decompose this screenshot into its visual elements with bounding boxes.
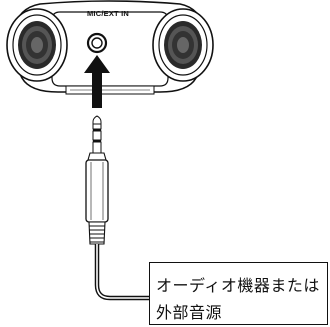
callout-line-1: オーディオ機器または xyxy=(156,276,320,295)
microphone-capsule-icon xyxy=(152,8,214,82)
callout-line-2: 外部音源 xyxy=(156,303,223,322)
stereo-mini-plug-icon xyxy=(85,115,109,245)
microphone-capsule-icon xyxy=(6,8,68,82)
source-callout: オーディオ機器または 外部音源 xyxy=(149,262,328,325)
cable-icon xyxy=(94,244,150,301)
mic-ext-in-jack xyxy=(86,32,108,54)
jack-label: MIC/EXT IN xyxy=(86,9,129,18)
arrow-up-icon xyxy=(84,55,110,108)
